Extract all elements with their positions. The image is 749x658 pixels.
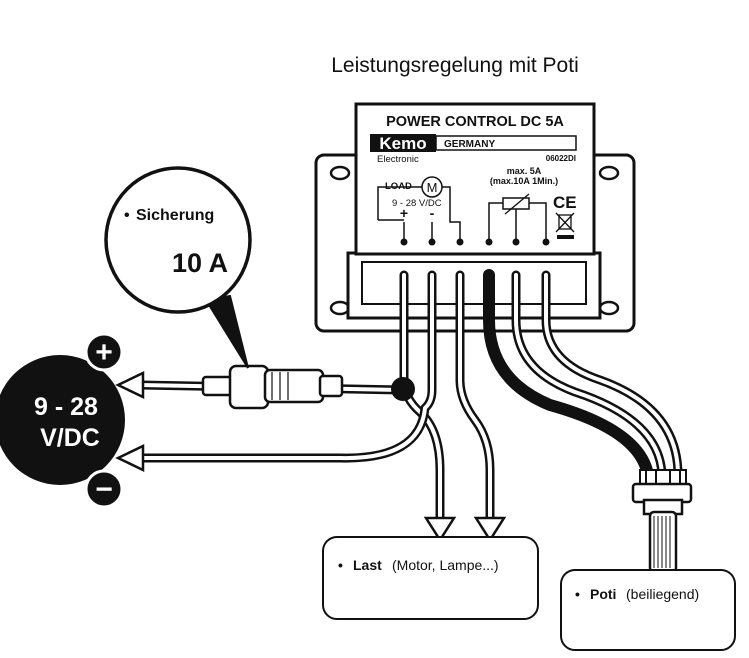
fuse-bullet: • bbox=[124, 207, 130, 224]
wire-junction-icon bbox=[391, 377, 415, 401]
terminal-dot bbox=[512, 238, 520, 246]
poti-label-bold: Poti bbox=[590, 586, 616, 602]
max-rating-1: max. 5A bbox=[507, 166, 542, 176]
potentiometer-icon bbox=[631, 469, 693, 574]
terminal-dot bbox=[456, 238, 464, 246]
country-text: GERMANY bbox=[444, 139, 495, 150]
arrow-down-icon bbox=[473, 516, 507, 543]
poti-wire-black bbox=[483, 269, 654, 481]
plus-terminal-icon bbox=[84, 332, 124, 372]
load-wire-2 bbox=[455, 270, 495, 525]
poti-wire-2 bbox=[511, 270, 667, 480]
module-front bbox=[346, 251, 602, 320]
mounting-hole-icon bbox=[598, 165, 620, 181]
callout-pointer bbox=[204, 294, 249, 369]
supply-minus-wire bbox=[135, 270, 437, 463]
power-source-disc bbox=[0, 355, 125, 485]
brand-text: Kemo bbox=[379, 134, 426, 153]
source-minus: − bbox=[95, 473, 113, 506]
power-control-module: POWER CONTROL DC 5A Kemo GERMANY Electro… bbox=[314, 102, 636, 333]
module-minus-sign: - bbox=[430, 205, 435, 221]
poti-callout: • Poti (beiliegend) bbox=[560, 569, 736, 651]
poti-wire-3 bbox=[541, 270, 683, 480]
load-callout: • Last (Motor, Lampe...) bbox=[322, 536, 539, 620]
mounting-hole-icon bbox=[329, 300, 351, 316]
power-source: + − 9 - 28 V/DC bbox=[0, 332, 125, 509]
load-symbol-lines bbox=[377, 186, 451, 220]
diagram-title: Leistungsregelung mit Poti bbox=[331, 54, 578, 77]
load-label-rest: (Motor, Lampe...) bbox=[392, 557, 499, 573]
source-plus: + bbox=[95, 336, 113, 369]
arrow-left-icon bbox=[115, 371, 145, 399]
ce-mark: CE bbox=[553, 193, 577, 212]
mounting-hole-icon bbox=[598, 300, 620, 316]
terminal-dot bbox=[542, 238, 550, 246]
part-number: 06022DI bbox=[546, 154, 576, 163]
module-lid bbox=[354, 102, 596, 256]
motor-symbol: M bbox=[427, 180, 438, 195]
terminal-slot bbox=[361, 261, 587, 305]
potentiometer-symbol-icon bbox=[502, 197, 530, 210]
source-voltage-1: 9 - 28 bbox=[34, 393, 98, 421]
arrow-left-icon bbox=[115, 444, 145, 472]
module-voltage: 9 - 28 V/DC bbox=[392, 198, 442, 209]
poti-bullet: • bbox=[575, 586, 580, 602]
minus-terminal-icon bbox=[84, 469, 124, 509]
poti-terminal-lines bbox=[488, 202, 547, 240]
module-plus-sign: + bbox=[400, 205, 408, 221]
fuse-holder bbox=[201, 364, 344, 410]
potentiometer-arrow-icon bbox=[504, 193, 530, 215]
country-label-box bbox=[435, 135, 577, 151]
mounting-hole-icon bbox=[329, 165, 351, 181]
load-bullet: • bbox=[338, 557, 343, 573]
fuse-label: Sicherung bbox=[136, 207, 214, 224]
load-terminal-lines bbox=[378, 218, 461, 240]
arrow-down-icon bbox=[423, 516, 457, 543]
load-label-bold: Last bbox=[353, 557, 382, 573]
terminal-dot bbox=[400, 238, 408, 246]
source-voltage-2: V/DC bbox=[40, 424, 100, 452]
terminal-dot bbox=[485, 238, 493, 246]
product-name: POWER CONTROL DC 5A bbox=[386, 114, 564, 130]
brand-subtitle: Electronic bbox=[377, 154, 419, 165]
fuse-callout: • Sicherung 10 A bbox=[104, 166, 252, 314]
kemo-logo bbox=[370, 134, 436, 152]
terminal-dot bbox=[428, 238, 436, 246]
poti-label-rest: (beiliegend) bbox=[626, 586, 699, 602]
weee-bin-icon bbox=[555, 212, 575, 239]
max-rating-2: (max.10A 1Min.) bbox=[490, 176, 558, 186]
fuse-value: 10 A bbox=[172, 248, 228, 278]
